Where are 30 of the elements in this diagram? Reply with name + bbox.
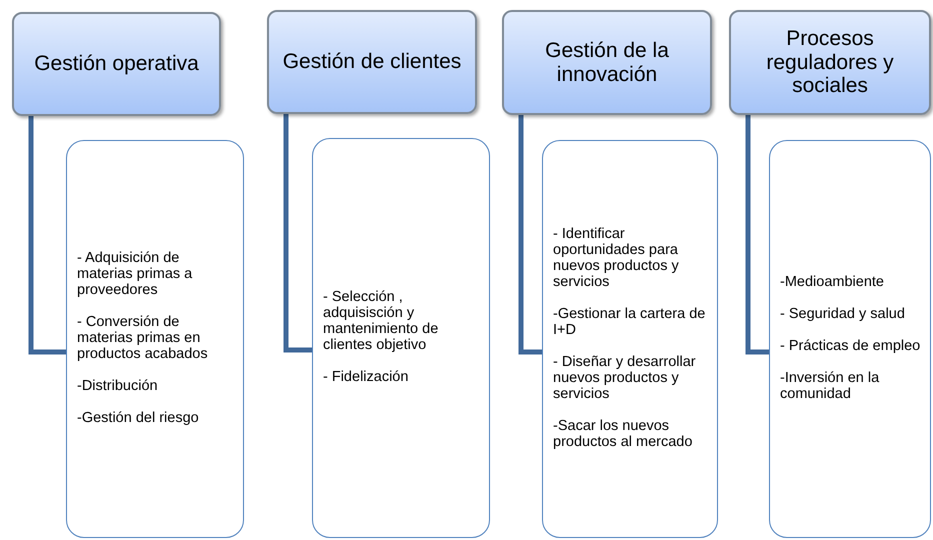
category-title: Gestión operativa bbox=[34, 52, 199, 76]
category-header-box bbox=[729, 10, 931, 115]
list-item: -Distribución bbox=[77, 378, 159, 395]
list-item: - Fidelización bbox=[323, 370, 410, 386]
content-box bbox=[312, 138, 490, 538]
connector-line bbox=[746, 115, 769, 354]
list-item: - Prácticas de empleo bbox=[780, 339, 922, 355]
list-item: - Conversión de materias primas en productos acabados bbox=[77, 315, 209, 363]
connector-line bbox=[284, 114, 312, 352]
content-box bbox=[542, 140, 718, 538]
category-title: Gestión de la innovación bbox=[544, 38, 670, 86]
list-item: -Inversión en la comunidad bbox=[780, 370, 880, 403]
list-item: - Diseñar y desarrollar nuevos productos y servicios bbox=[553, 354, 697, 403]
list-item: -Gestionar la cartera de I+D bbox=[553, 307, 706, 339]
content-box bbox=[769, 140, 931, 538]
list-item: -Gestión del riesgo bbox=[77, 410, 200, 427]
list-item: - Seguridad y salud bbox=[780, 307, 906, 324]
list-item: - Adquisición de materias primas a proveedores bbox=[77, 251, 194, 300]
category-header-box bbox=[267, 10, 477, 114]
category-header-box bbox=[502, 10, 712, 115]
content-box bbox=[66, 140, 244, 538]
list-item: -Medioambiente bbox=[780, 275, 885, 292]
list-item: -Sacar los nuevos productos al mercado bbox=[553, 418, 694, 451]
list-item: - Selección , adquisisción y mantenimiento de clientes objetivo bbox=[323, 290, 440, 354]
category-title: Gestión de clientes bbox=[282, 50, 462, 74]
connector-line bbox=[28, 116, 66, 354]
category-header-box bbox=[12, 12, 221, 116]
connector-line bbox=[518, 115, 542, 354]
list-item: - Identificar oportunidades para nuevos productos y servicios bbox=[553, 227, 680, 292]
category-title: Procesos reguladores y sociales bbox=[765, 27, 895, 98]
